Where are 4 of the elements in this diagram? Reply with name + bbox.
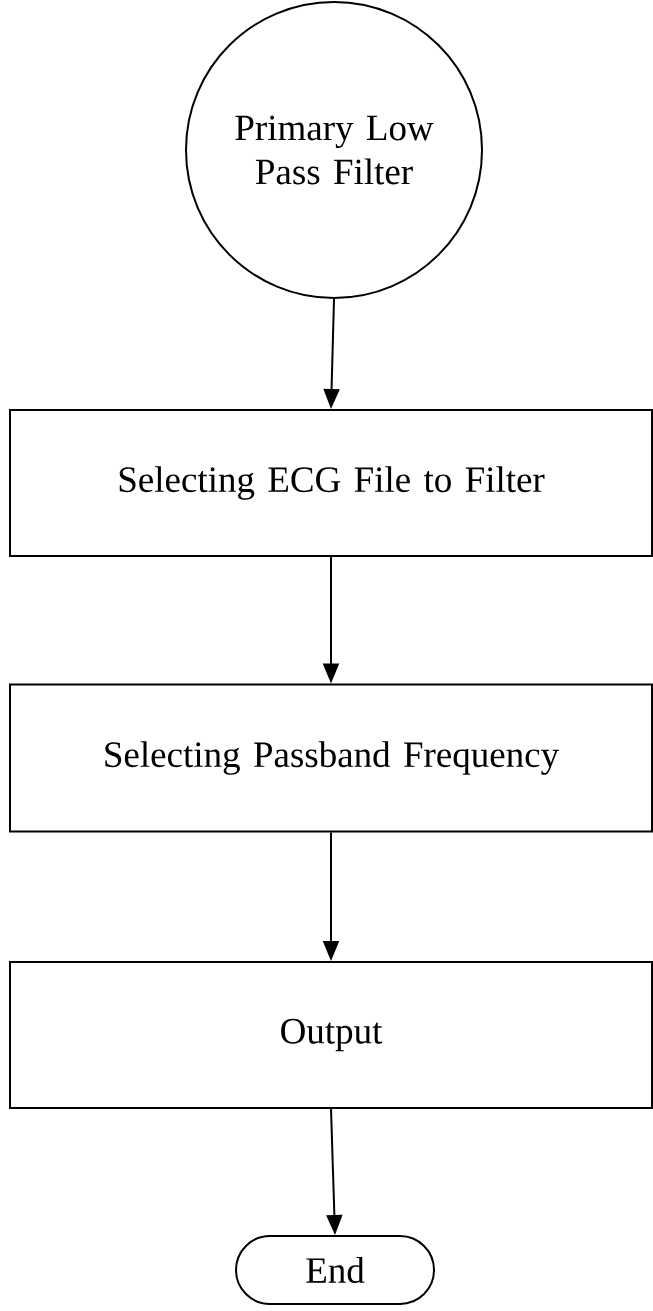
process-box: Output — [9, 961, 653, 1109]
end-terminal: End — [235, 1235, 435, 1305]
process-box: Selecting ECG File to Filter — [9, 409, 653, 557]
process-box: Selecting Passband Frequency — [9, 683, 653, 833]
